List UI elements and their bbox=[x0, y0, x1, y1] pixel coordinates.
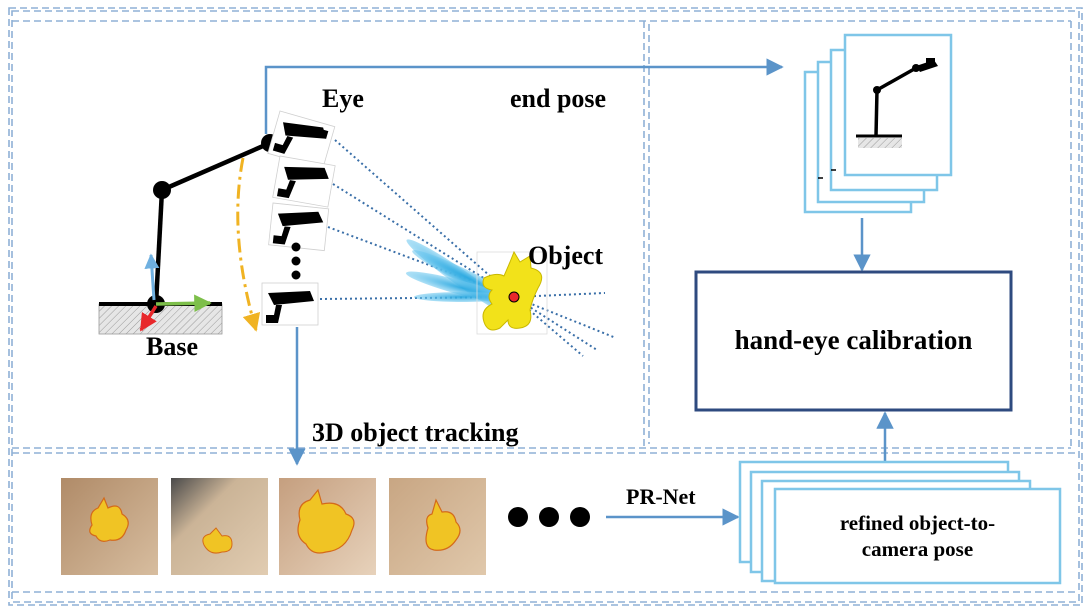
flow-arrows bbox=[264, 58, 894, 526]
dashed-regions bbox=[8, 7, 1083, 606]
object-cat-icon bbox=[476, 250, 548, 335]
tracking-frame bbox=[389, 478, 486, 575]
refined-pose-line2: camera pose bbox=[861, 537, 974, 561]
refined-pose-line1: refined object-to- bbox=[839, 510, 996, 535]
object-label: Object bbox=[528, 241, 604, 270]
tracking-frames bbox=[61, 478, 486, 575]
tracking-frame bbox=[279, 478, 376, 575]
base-axes-icon bbox=[139, 253, 212, 332]
refined-pose-stack bbox=[738, 460, 1062, 585]
camera-motion-arrow bbox=[236, 157, 261, 332]
prnet-label: PR-Net bbox=[626, 484, 696, 509]
outer-border-inner bbox=[11, 10, 1080, 603]
base-label: Base bbox=[146, 332, 198, 361]
tracking-frame bbox=[171, 478, 268, 575]
calibration-box bbox=[694, 270, 1013, 412]
end-pose-label: end pose bbox=[510, 84, 607, 113]
mini-stack-ticks bbox=[818, 169, 836, 179]
eye-label: Eye bbox=[322, 84, 364, 113]
tracking-frame bbox=[61, 478, 158, 575]
end-pose-arrow bbox=[264, 58, 784, 134]
mini-robot-arm-icon bbox=[856, 58, 938, 148]
calibration-label: hand-eye calibration bbox=[734, 325, 973, 356]
refined-pose-label: refined object-to- camera pose bbox=[777, 491, 1058, 581]
outer-border bbox=[8, 7, 1083, 606]
ellipsis-dots bbox=[508, 507, 590, 527]
camera-icon bbox=[261, 110, 336, 326]
tracking-label: 3D object tracking bbox=[312, 418, 519, 447]
